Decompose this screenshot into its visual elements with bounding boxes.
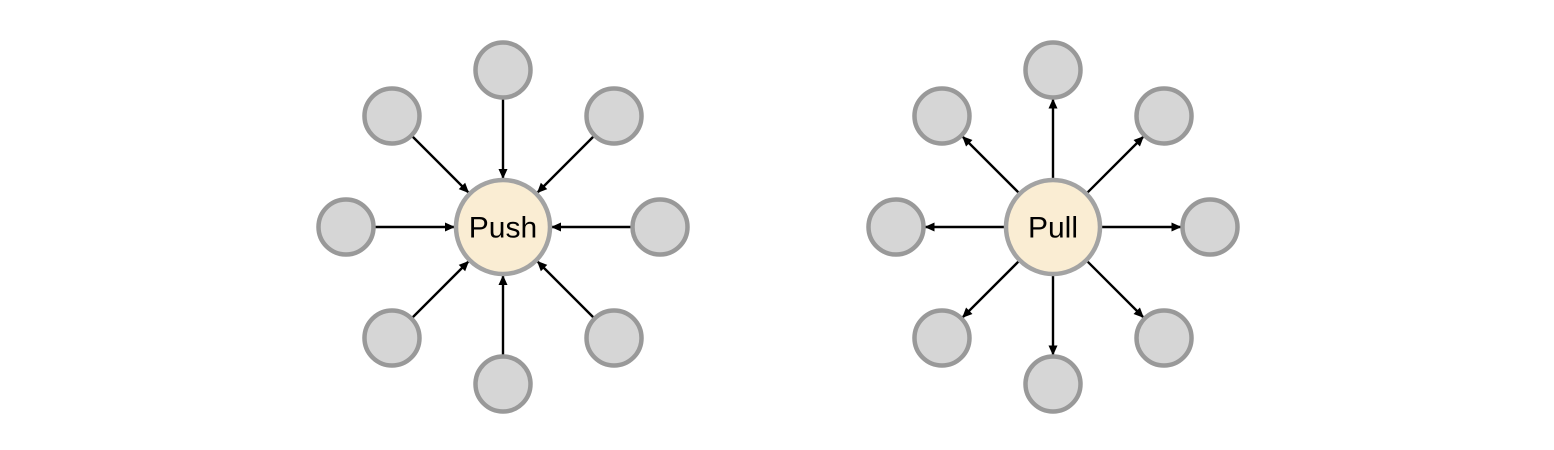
push-diagram: Push — [316, 40, 690, 414]
push-spoke-node-1 — [584, 86, 644, 146]
pull-spoke-node-7 — [912, 86, 972, 146]
push-hub-label: Push — [469, 212, 537, 245]
push-hub-node — [453, 177, 553, 277]
pull-diagram: Pull — [866, 40, 1240, 414]
pull-arrow-outward — [1086, 135, 1145, 194]
push-arrow-inward — [411, 135, 470, 194]
pull-spoke-node-6 — [866, 197, 926, 257]
pull-spoke-node-3 — [1134, 308, 1194, 368]
pull-arrow-outward — [1086, 260, 1145, 319]
push-spoke-node-0 — [473, 40, 533, 100]
pull-spoke-node-2 — [1180, 197, 1240, 257]
push-spoke-node-6 — [316, 197, 376, 257]
pull-arrow-outward — [961, 260, 1020, 319]
push-spoke-node-5 — [362, 308, 422, 368]
pull-arrow-outward — [961, 135, 1020, 194]
push-arrow-inward — [536, 135, 595, 194]
pull-spoke-node-5 — [912, 308, 972, 368]
pull-spoke-node-4 — [1023, 354, 1083, 414]
push-spoke-node-2 — [630, 197, 690, 257]
pull-spoke-node-1 — [1134, 86, 1194, 146]
push-arrow-inward — [411, 260, 470, 319]
push-spoke-node-7 — [362, 86, 422, 146]
push-arrow-inward — [536, 260, 595, 319]
push-spoke-node-3 — [584, 308, 644, 368]
pull-hub-node — [1003, 177, 1103, 277]
pull-hub-label: Pull — [1028, 212, 1078, 245]
pull-spoke-node-0 — [1023, 40, 1083, 100]
push-spoke-node-4 — [473, 354, 533, 414]
